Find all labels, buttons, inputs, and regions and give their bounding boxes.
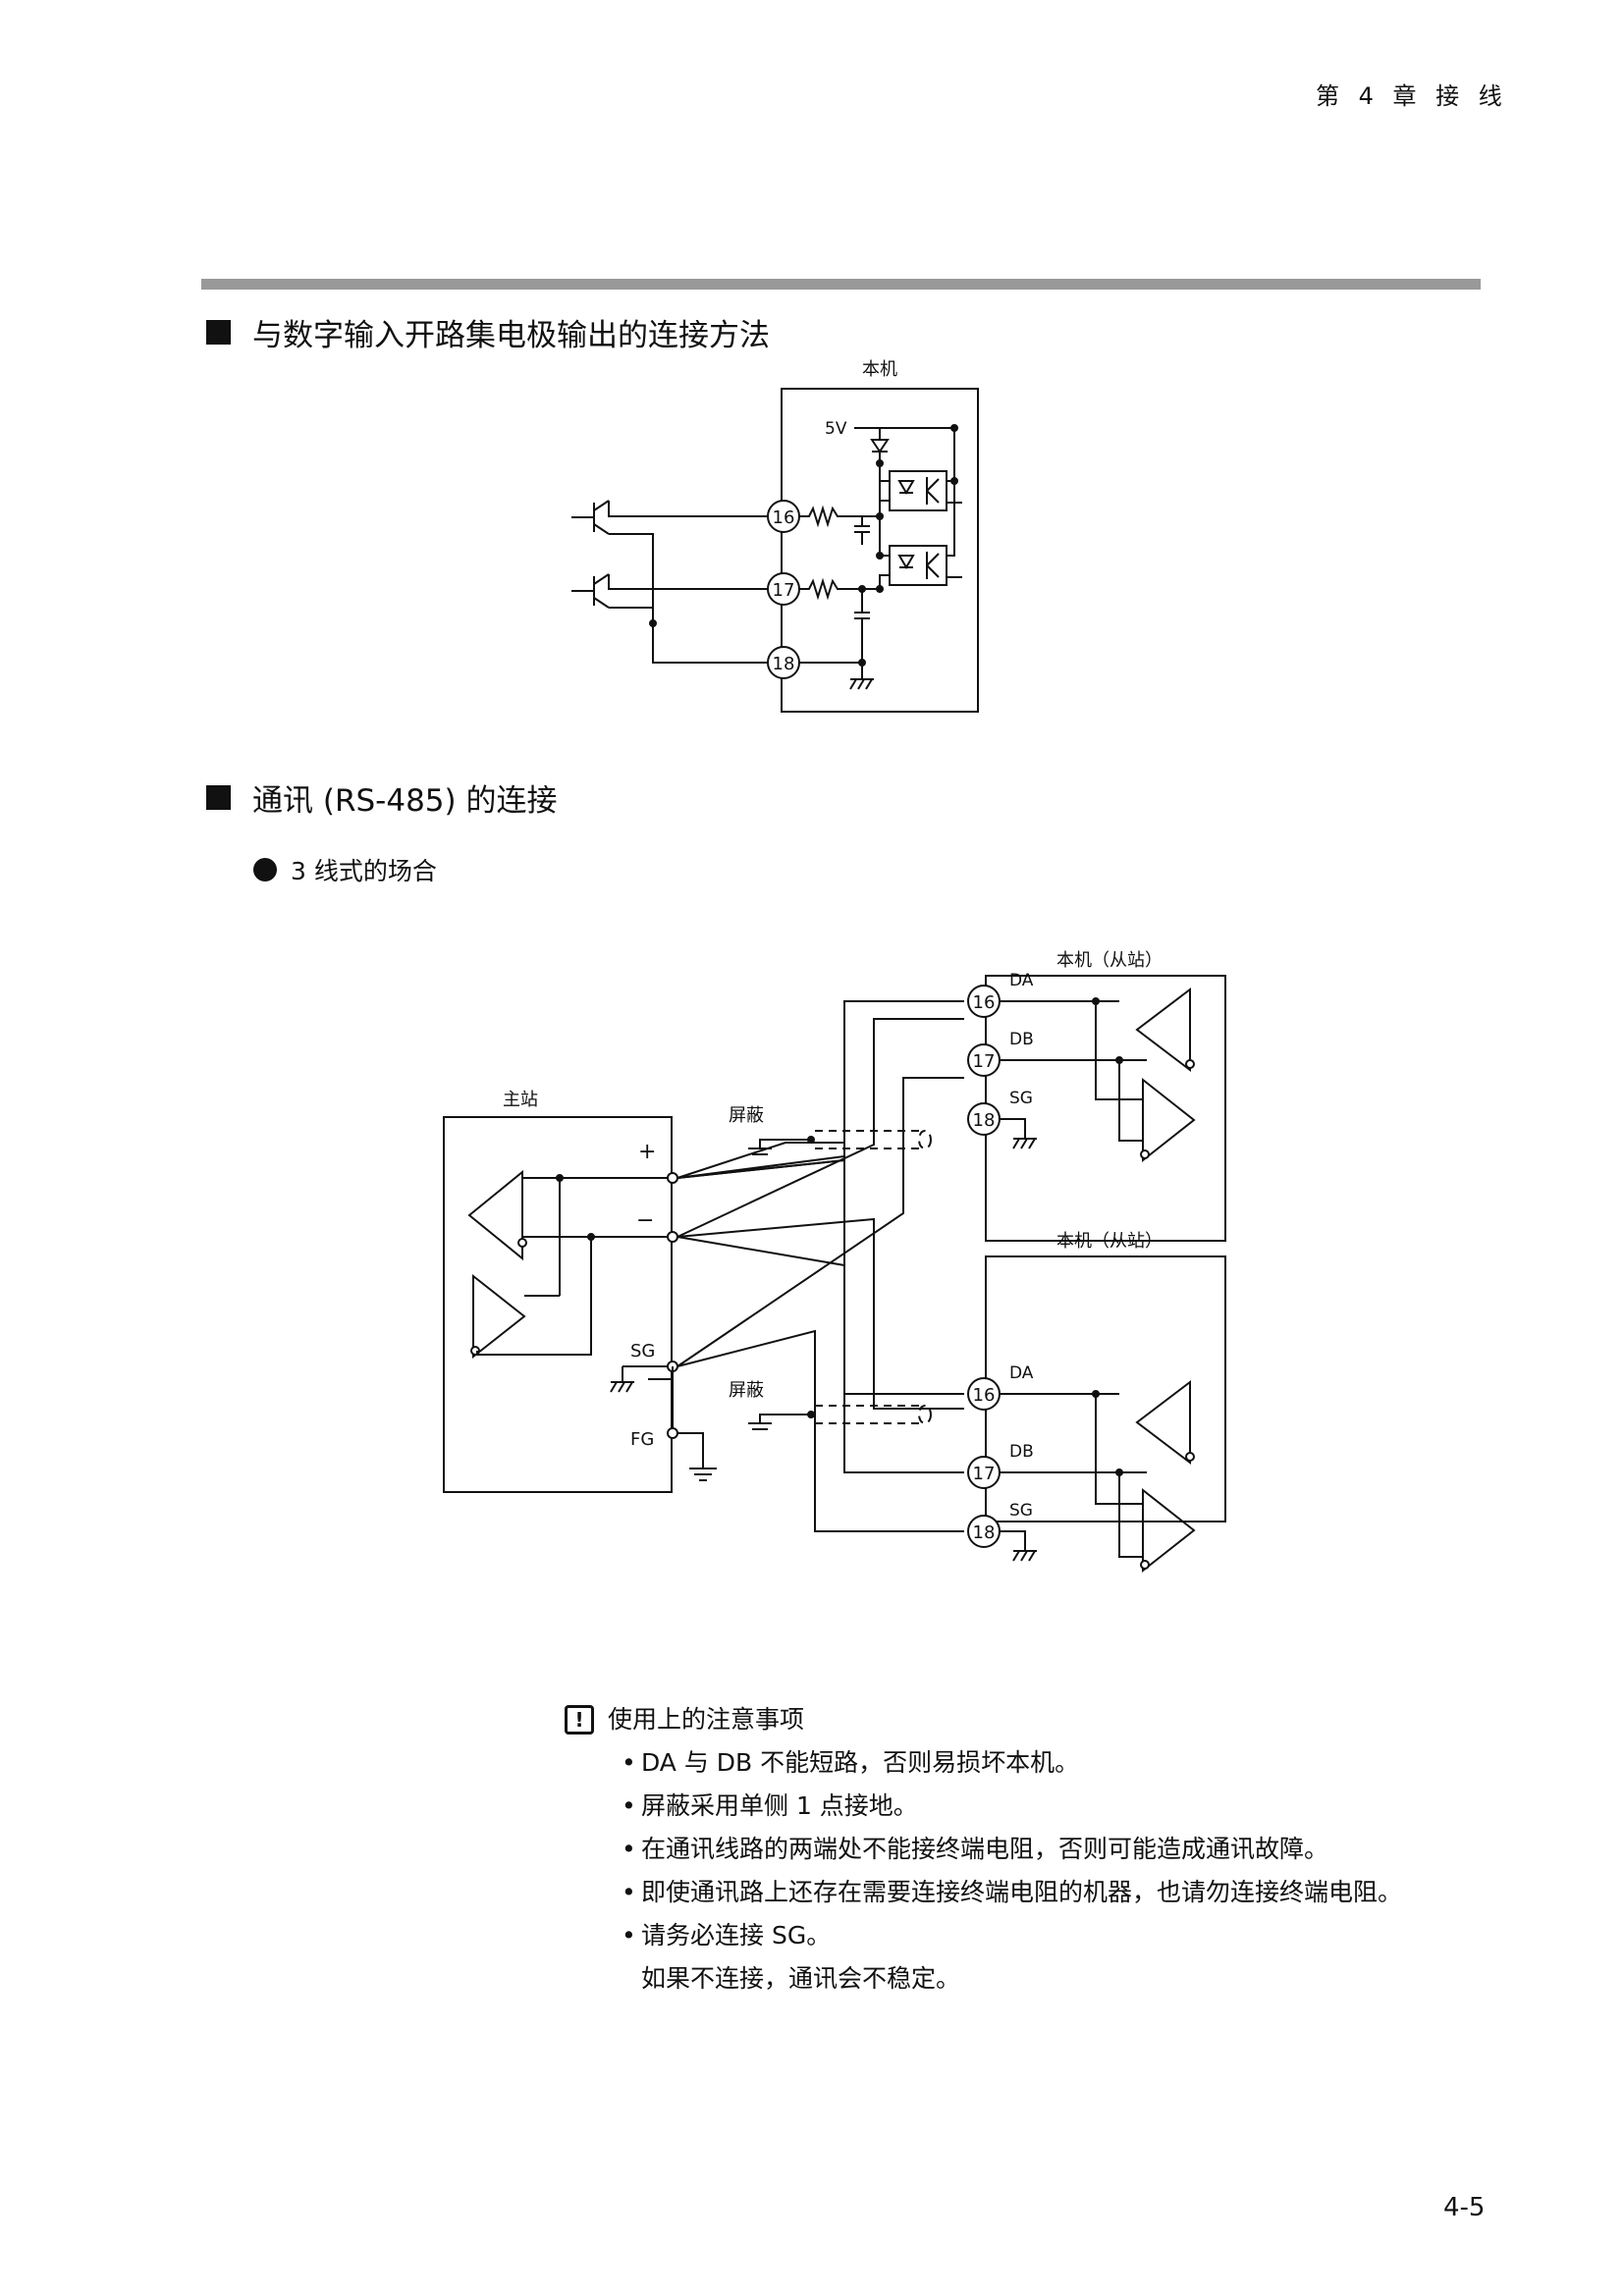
transistor-icon-2 — [571, 573, 610, 609]
receiver-icon — [1135, 1379, 1191, 1466]
unit-box — [781, 388, 979, 713]
note-item: 屏蔽采用单侧 1 点接地。 — [622, 1785, 1402, 1828]
svg-text:DB: DB — [1009, 1030, 1034, 1049]
master-box — [443, 1116, 673, 1493]
section-title-open-collector: 与数字输入开路集电极输出的连接方法 — [206, 310, 770, 354]
shield-icon-1 — [815, 1130, 932, 1149]
fg-label: FG — [630, 1429, 654, 1450]
receiver-icon — [467, 1169, 523, 1261]
driver-icon — [1142, 1487, 1196, 1574]
svg-text:DA: DA — [1009, 1363, 1034, 1383]
note-item: DA 与 DB 不能短路，否则易损坏本机。 — [622, 1741, 1402, 1785]
shield-label-1: 屏蔽 — [729, 1105, 764, 1126]
shield-label-2: 屏蔽 — [729, 1380, 764, 1401]
ground-icon — [1012, 1550, 1037, 1562]
page-number: 4-5 — [1443, 2193, 1486, 2222]
svg-text:18: 18 — [773, 654, 795, 674]
notes-heading: ! 使用上的注意事项 — [565, 1698, 1402, 1741]
earth-ground-icon — [689, 1468, 717, 1481]
slave-label-1: 本机（从站） — [1056, 950, 1163, 971]
notes-list: DA 与 DB 不能短路，否则易损坏本机。 屏蔽采用单侧 1 点接地。 在通讯线… — [565, 1741, 1402, 2001]
subtitle-text: 3 线式的场合 — [291, 857, 437, 885]
ground-icon — [748, 1422, 772, 1430]
svg-text:16: 16 — [973, 992, 996, 1013]
svg-text:DA: DA — [1009, 971, 1034, 990]
master-label: 主站 — [503, 1090, 538, 1110]
open-collector-diagram: 本机 16 17 18 5V — [571, 359, 979, 713]
rs485-diagram: 主站 + − SG FG 屏蔽 屏蔽 — [443, 950, 1226, 1574]
note-item: 在通讯线路的两端处不能接终端电阻，否则可能造成通讯故障。 — [622, 1828, 1402, 1871]
note-item: 即使通讯路上还存在需要连接终端电阻的机器，也请勿连接终端电阻。 — [622, 1871, 1402, 1914]
svg-text:DB: DB — [1009, 1442, 1034, 1462]
slave1-terminals: 16 17 18 — [967, 985, 1001, 1136]
slave2-terminals: 16 17 18 — [967, 1377, 1001, 1548]
svg-text:18: 18 — [973, 1522, 996, 1543]
ground-icon — [1012, 1138, 1037, 1149]
square-bullet-icon — [206, 785, 231, 810]
driver-icon — [472, 1273, 526, 1360]
section-title-text: 与数字输入开路集电极输出的连接方法 — [252, 318, 770, 353]
usage-notes: ! 使用上的注意事项 DA 与 DB 不能短路，否则易损坏本机。 屏蔽采用单侧 … — [565, 1698, 1402, 2001]
section-title-rs485: 通讯 (RS-485) 的连接 — [206, 775, 557, 820]
svg-text:SG: SG — [1009, 1501, 1033, 1521]
shield-icon-2 — [815, 1405, 932, 1424]
subtitle-3wire: 3 线式的场合 — [253, 852, 437, 887]
svg-text:18: 18 — [973, 1110, 996, 1131]
note-item: 请务必连接 SG。 — [622, 1914, 1402, 1957]
chapter-header: 第 4 章 接 线 — [1316, 82, 1508, 110]
ground-icon — [849, 678, 874, 690]
square-bullet-icon — [206, 320, 231, 345]
ground-icon — [748, 1148, 772, 1155]
transistor-icon-1 — [571, 500, 610, 535]
optocoupler-2 — [889, 545, 947, 586]
warning-icon: ! — [565, 1705, 594, 1735]
sg-label: SG — [630, 1341, 655, 1362]
terminal-16: 16 — [767, 500, 800, 533]
receiver-icon — [1135, 987, 1191, 1073]
minus-label: − — [636, 1208, 654, 1233]
svg-text:17: 17 — [973, 1051, 996, 1072]
note-item-continuation: 如果不连接，通讯会不稳定。 — [641, 1964, 961, 1993]
section-title-text: 通讯 (RS-485) 的连接 — [252, 783, 558, 819]
svg-text:17: 17 — [973, 1464, 996, 1484]
header-rule — [201, 279, 1481, 290]
plus-label: + — [638, 1140, 656, 1164]
voltage-label: 5V — [825, 419, 847, 439]
slave-label-2: 本机（从站） — [1056, 1231, 1163, 1252]
svg-text:16: 16 — [773, 507, 795, 528]
driver-icon — [1142, 1077, 1196, 1163]
svg-text:16: 16 — [973, 1385, 996, 1406]
svg-text:SG: SG — [1009, 1089, 1033, 1108]
notes-title: 使用上的注意事项 — [608, 1705, 805, 1734]
terminal-18: 18 — [767, 646, 800, 679]
box-label: 本机 — [862, 359, 897, 380]
round-bullet-icon — [253, 858, 277, 881]
svg-text:17: 17 — [773, 580, 795, 601]
ground-icon — [610, 1365, 668, 1393]
optocoupler-1 — [889, 470, 947, 511]
terminal-17: 17 — [767, 572, 800, 606]
